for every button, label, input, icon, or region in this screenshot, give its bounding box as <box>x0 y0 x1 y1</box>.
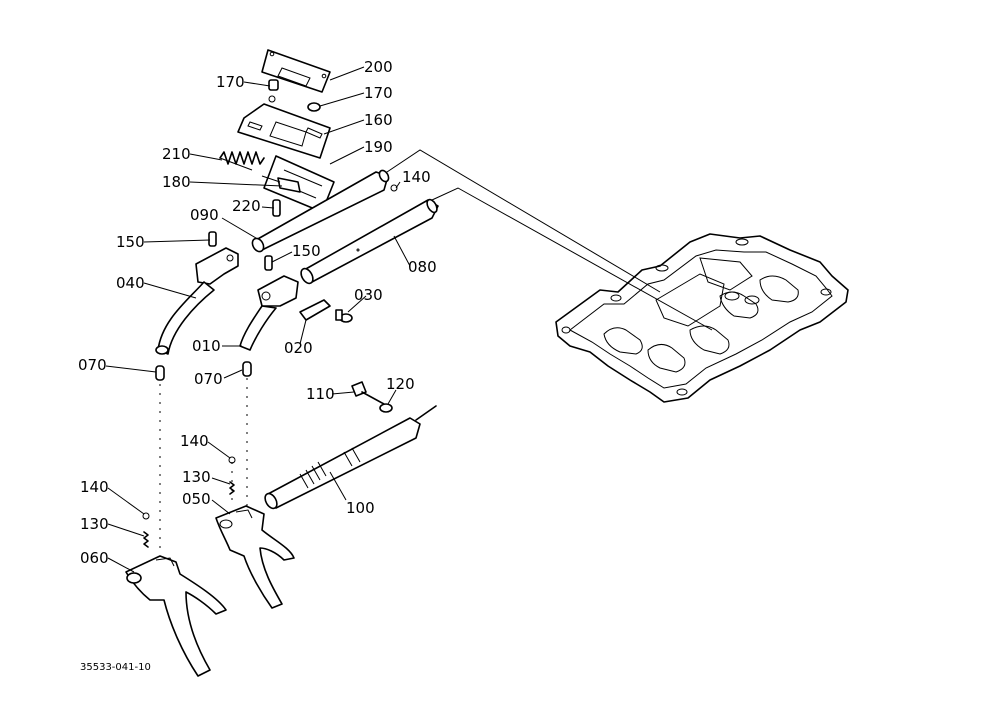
transmission-case-outline <box>555 233 849 403</box>
label-120: 120 <box>386 375 415 393</box>
label-150-left: 150 <box>116 233 145 251</box>
assembly-guide-lines <box>383 149 713 331</box>
part-200-cover <box>261 49 331 93</box>
part-060-shift-fork <box>125 555 227 677</box>
label-060: 060 <box>80 549 109 567</box>
label-130-lower: 130 <box>80 515 109 533</box>
part-140-balls <box>142 184 398 520</box>
label-190: 190 <box>364 138 393 156</box>
label-210: 210 <box>162 145 191 163</box>
label-170-right: 170 <box>364 84 393 102</box>
part-080-shaft <box>300 198 439 285</box>
label-030: 030 <box>354 286 383 304</box>
part-180-detent <box>261 175 301 193</box>
label-070-left: 070 <box>78 356 107 374</box>
label-220: 220 <box>232 197 261 215</box>
part-210-spring <box>219 151 265 171</box>
label-100: 100 <box>346 499 375 517</box>
label-180: 180 <box>162 173 191 191</box>
label-170-upper: 170 <box>216 73 245 91</box>
part-050-shift-fork <box>215 505 295 609</box>
label-160: 160 <box>364 111 393 129</box>
label-140-middle: 140 <box>180 432 209 450</box>
part-040-shift-rod <box>155 247 239 355</box>
part-130-springs <box>143 481 235 548</box>
part-090-shaft <box>251 169 390 253</box>
part-020-plate <box>299 299 331 321</box>
label-leader-lines <box>105 66 411 573</box>
label-050: 050 <box>182 490 211 508</box>
label-010: 010 <box>192 337 221 355</box>
label-140-upper: 140 <box>402 168 431 186</box>
part-120-washer <box>379 403 393 413</box>
part-010-shift-arm <box>239 275 299 351</box>
label-200: 200 <box>364 58 393 76</box>
part-170-plugs <box>268 79 321 112</box>
label-110: 110 <box>306 385 335 403</box>
label-080: 080 <box>408 258 437 276</box>
label-070-right: 070 <box>194 370 223 388</box>
part-030-bolt <box>335 309 353 323</box>
alignment-lines <box>159 378 248 552</box>
drawing-reference-number: 35533-041-10 <box>80 662 151 673</box>
label-090: 090 <box>190 206 219 224</box>
part-070-plungers <box>155 361 252 381</box>
label-040: 040 <box>116 274 145 292</box>
label-130-upper: 130 <box>182 468 211 486</box>
label-140-lower: 140 <box>80 478 109 496</box>
part-110-bolt <box>351 381 385 405</box>
part-150-pins <box>208 231 273 271</box>
part-160-plate <box>237 103 331 159</box>
label-150-right: 150 <box>292 242 321 260</box>
label-020: 020 <box>284 339 313 357</box>
part-100-shift-shaft <box>264 405 437 510</box>
part-220-bolt <box>272 199 281 217</box>
part-number-labels: 200 170 170 160 210 190 180 140 220 090 … <box>78 58 437 567</box>
